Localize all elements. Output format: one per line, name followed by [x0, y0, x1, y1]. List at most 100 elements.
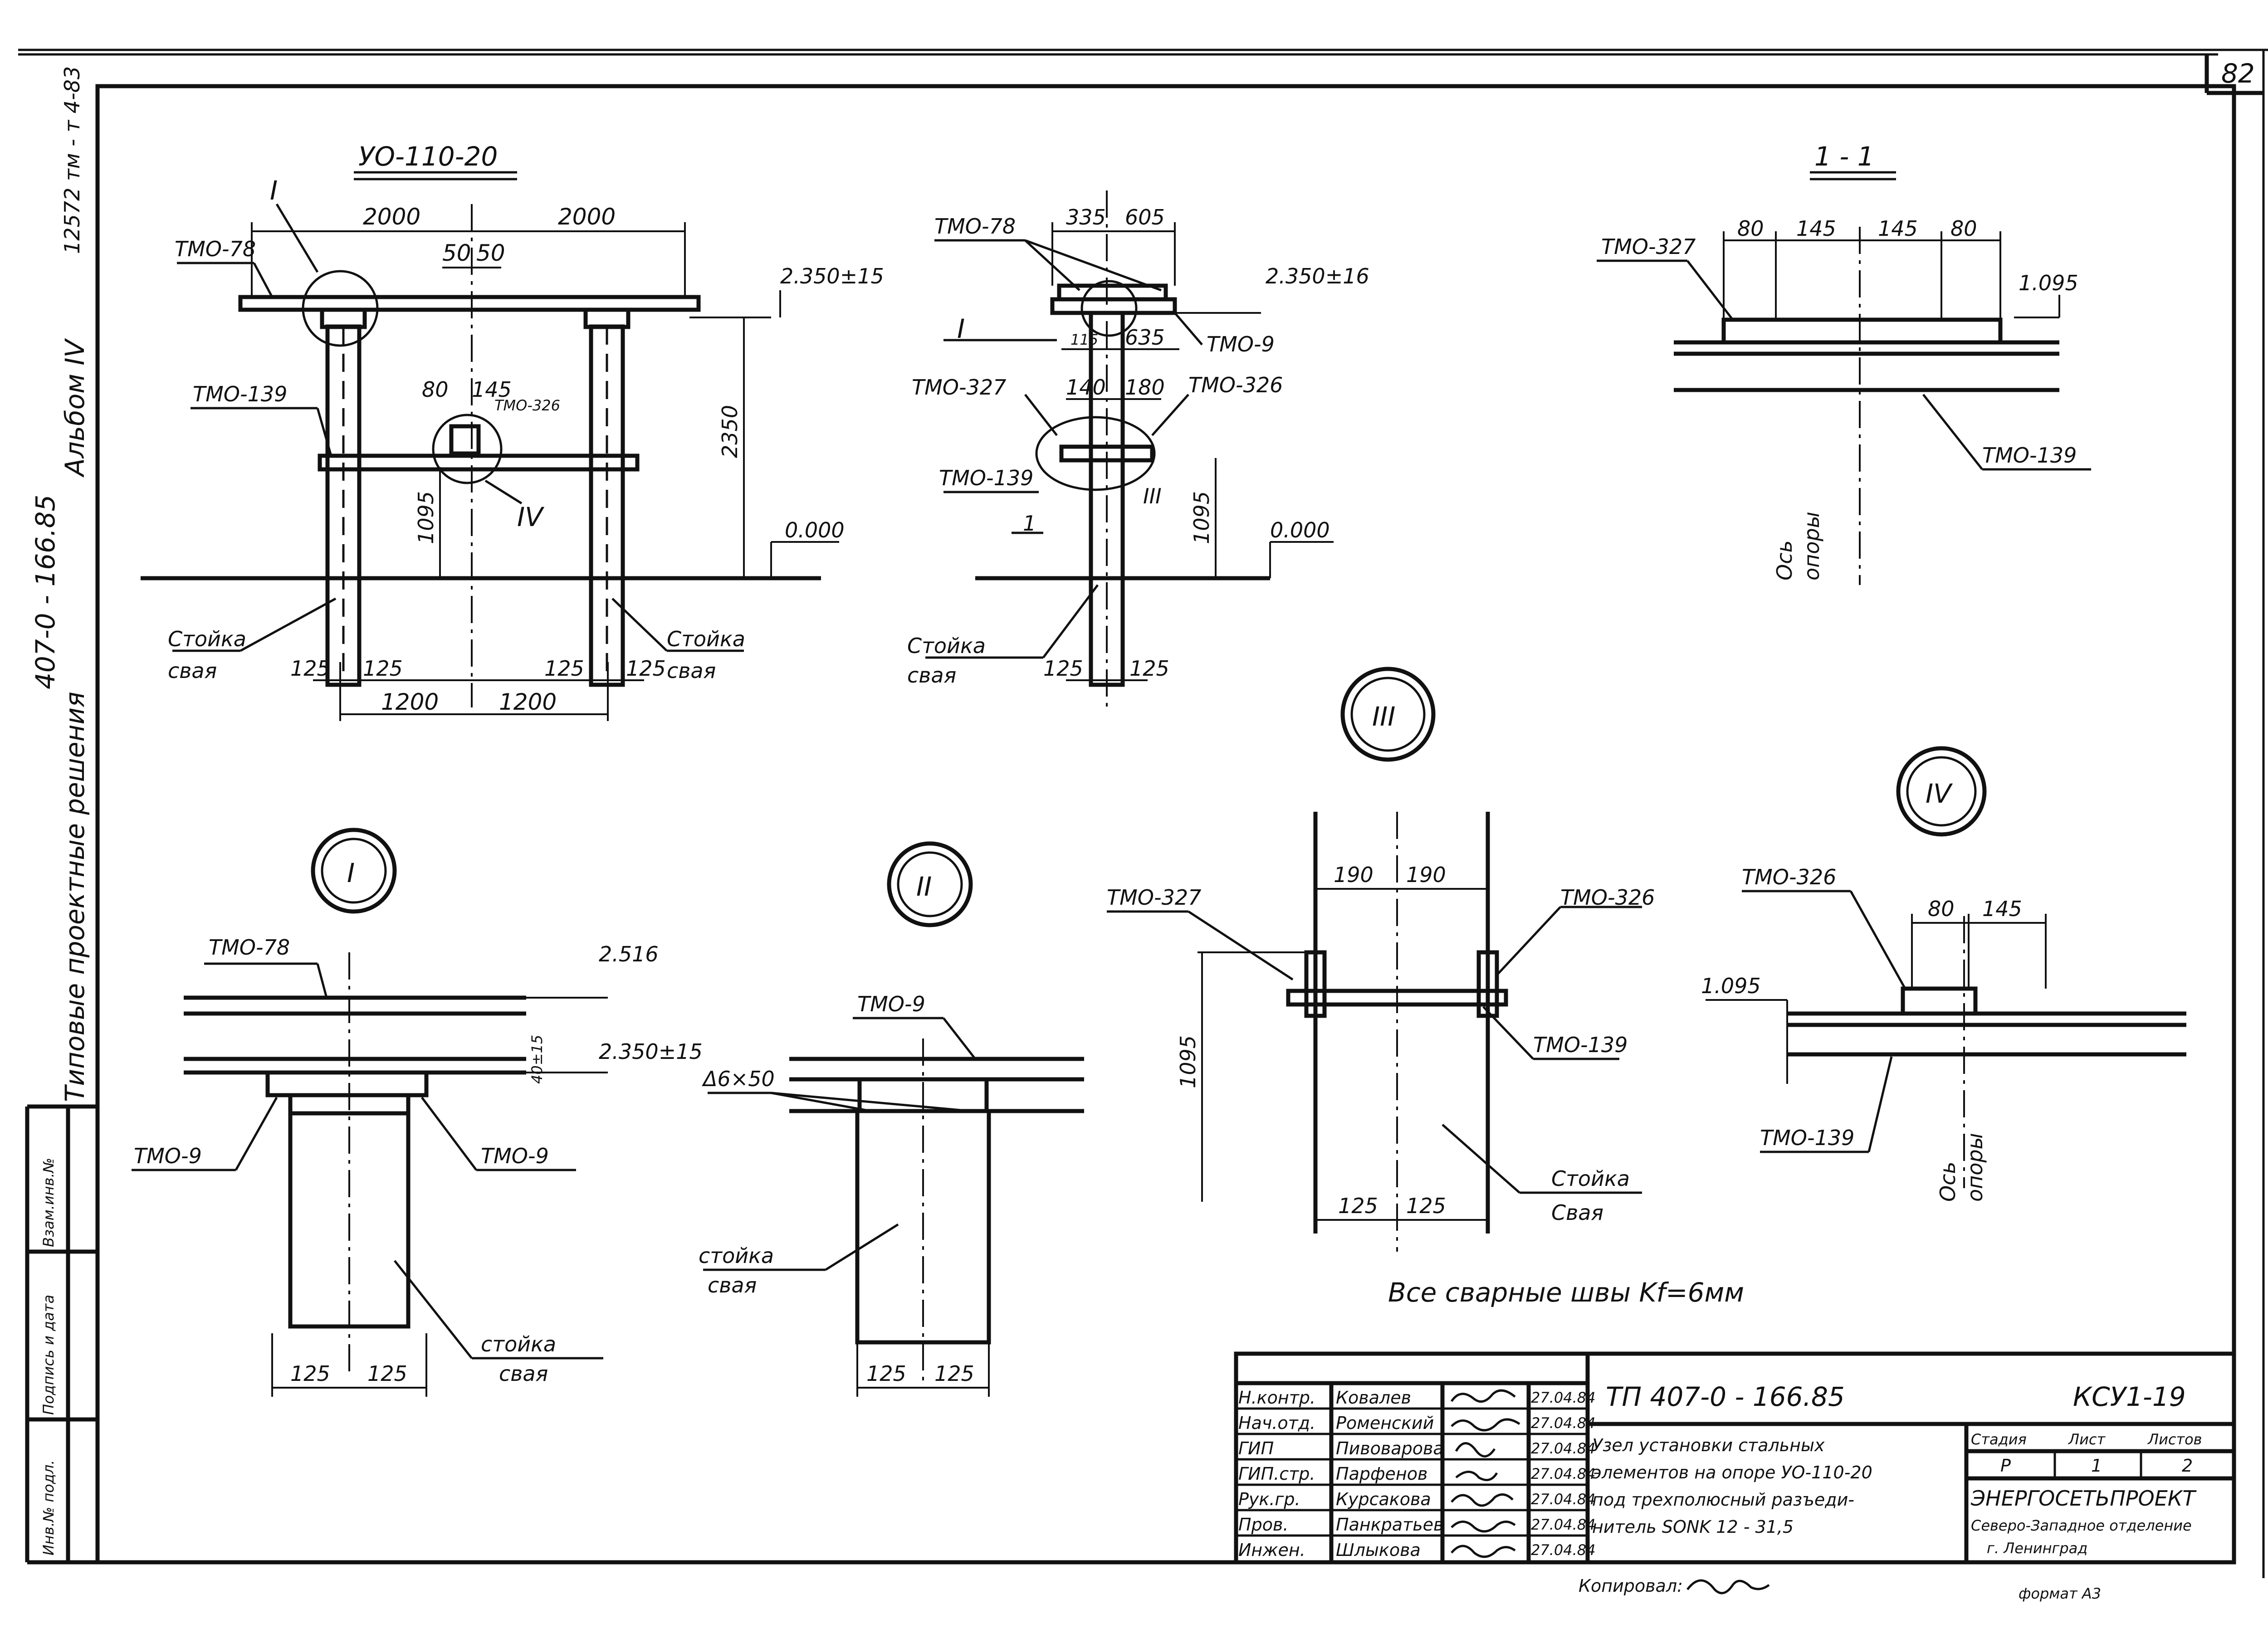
- main-dim-80: 80: [422, 377, 449, 402]
- detail-iii-dim-p2: 125: [1406, 1194, 1446, 1218]
- main-label-beam: ТМО-78: [175, 237, 256, 261]
- detail-i-label-post: стойка: [481, 1332, 556, 1356]
- tb-name-6: Панкратьев: [1336, 1515, 1443, 1535]
- section-elev: 1.095: [2019, 271, 2078, 295]
- tb-desc-4: нитель SONK 12 - 31,5: [1592, 1517, 1794, 1537]
- tb-date-5: 27.04.84: [1531, 1491, 1596, 1508]
- side-callout-i: I: [957, 313, 965, 344]
- detail-iii-dim-p1: 125: [1338, 1194, 1378, 1218]
- detail-ii-label-plate: ТМО-9: [857, 992, 925, 1016]
- tb-role-5: Рук.гр.: [1238, 1489, 1300, 1509]
- tb-date-3: 27.04.84: [1531, 1440, 1596, 1457]
- main-dim-w-left: 2000: [363, 204, 420, 230]
- copied-label: Копировал:: [1579, 1576, 1683, 1596]
- tb-stage-h1: Стадия: [1971, 1431, 2027, 1448]
- main-dim-p3: 125: [544, 656, 584, 681]
- detail-iv-elev: 1.095: [1701, 974, 1761, 998]
- detail-ii-dim-2: 125: [934, 1361, 974, 1386]
- side-album: Альбом IV: [59, 338, 90, 478]
- side-label-beam: ТМО-78: [934, 214, 1016, 239]
- side-label-327: ТМО-327: [912, 375, 1006, 400]
- side-callout-cut: 1: [1023, 511, 1036, 536]
- side-dim-d: 635: [1125, 325, 1165, 350]
- tb-role-3: ГИП: [1238, 1438, 1274, 1458]
- tb-stage-v3: 2: [2182, 1456, 2193, 1476]
- stamp-cell-2: Подпись и дата: [40, 1295, 57, 1415]
- side-strip: [25, 1104, 100, 1565]
- main-label-post-l: Стойка: [168, 627, 246, 651]
- view-main: УО-110-20: [141, 141, 839, 721]
- tb-desc-1: Узел установки стальных: [1592, 1435, 1825, 1455]
- main-dim-p4: 125: [626, 656, 666, 681]
- detail-ii-callout: II: [916, 871, 932, 902]
- detail-iv-dim-2: 145: [1982, 897, 2022, 921]
- tb-desc-2: элементов на опоре УО-110-20: [1592, 1463, 1872, 1482]
- side-code: 407-0 - 166.85: [30, 495, 61, 689]
- main-dim-p1: 125: [290, 656, 330, 681]
- detail-iii-label-post: Стойка: [1551, 1166, 1630, 1191]
- side-dim-p1: 125: [1043, 656, 1083, 681]
- side-dim-h: 1095: [1189, 491, 1214, 544]
- main-elev-zero: 0.000: [785, 518, 845, 542]
- detail-iv-label-326: ТМО-326: [1742, 865, 1836, 889]
- main-dim-s-right: 1200: [499, 689, 557, 715]
- side-label-post: Стойка: [907, 634, 986, 658]
- tb-stage-h2: Лист: [2068, 1431, 2106, 1448]
- tb-date-1: 27.04.84: [1531, 1389, 1596, 1406]
- detail-i-dim-2: 125: [367, 1361, 407, 1386]
- side-dim-b: 605: [1125, 205, 1165, 229]
- sheet-frame: [18, 49, 2268, 1578]
- tb-org-sub2: г. Ленинград: [1987, 1540, 2087, 1557]
- side-dim-f: 180: [1125, 375, 1165, 400]
- detail-iii-dim-r: 190: [1406, 863, 1446, 887]
- section-label-139: ТМО-139: [1982, 443, 2077, 468]
- detail-ii-label-pile: свая: [708, 1273, 757, 1297]
- detail-iii-callout: III: [1372, 701, 1395, 732]
- detail-iii-label-139: ТМО-139: [1533, 1033, 1628, 1057]
- tb-name-5: Курсакова: [1336, 1489, 1431, 1509]
- section-dim-3: 145: [1878, 216, 1918, 241]
- page-number: 82: [2221, 58, 2255, 89]
- detail-iii-dim-l: 190: [1334, 863, 1374, 887]
- detail-iv-axis-1: Ось: [1936, 1161, 1960, 1202]
- section-dim-1: 80: [1737, 216, 1764, 241]
- detail-i-dim-1: 125: [290, 1361, 330, 1386]
- doc-code: ТП 407-0 - 166.85: [1606, 1381, 1845, 1412]
- top-code: 12572 тм - т 4-83: [60, 66, 84, 254]
- detail-ii-dim-1: 125: [866, 1361, 906, 1386]
- section-axis-1: Ось: [1772, 540, 1797, 580]
- detail-iv-label-139: ТМО-139: [1760, 1126, 1854, 1150]
- stamp-cell-1: Инв.№ подл.: [40, 1460, 57, 1555]
- view-section-1-1: [1597, 171, 2091, 585]
- section-label-327: ТМО-327: [1601, 234, 1696, 259]
- section-title: 1 - 1: [1814, 141, 1874, 172]
- tb-name-3: Пивоварова: [1336, 1438, 1444, 1458]
- tb-date-4: 27.04.84: [1531, 1465, 1596, 1482]
- tb-date-6: 27.04.84: [1531, 1516, 1596, 1533]
- side-elev-top: 2.350±16: [1266, 264, 1369, 288]
- side-dim-a: 335: [1066, 205, 1106, 229]
- main-label-pile-l: свая: [168, 658, 217, 683]
- detail-i-label-right: ТМО-9: [481, 1144, 549, 1168]
- section-axis-2: опоры: [1799, 512, 1824, 580]
- tb-stage-v1: Р: [2000, 1456, 2011, 1476]
- detail-ii-label-post: стойка: [699, 1243, 774, 1268]
- main-label-strut: ТМО-139: [193, 382, 287, 406]
- detail-i-elev-a: 2.516: [599, 942, 659, 966]
- main-dim-p2: 125: [363, 656, 403, 681]
- detail-i: [132, 828, 608, 1397]
- main-label-small: ТМО-326: [494, 397, 560, 414]
- main-dim-s-left: 1200: [381, 689, 439, 715]
- detail-iii-label-327: ТМО-327: [1107, 885, 1201, 910]
- detail-iv-axis-2: опоры: [1963, 1133, 1987, 1202]
- side-label-strut: ТМО-139: [939, 466, 1033, 490]
- main-label-post-r: Стойка: [667, 627, 745, 651]
- stamp-cell-3: Взам.инв.№: [40, 1158, 57, 1247]
- weld-note: Все сварные швы Kf=6мм: [1388, 1277, 1744, 1308]
- side-series-title: Типовые проектные решения: [59, 692, 90, 1102]
- tb-role-2: Нач.отд.: [1238, 1413, 1315, 1433]
- section-dim-4: 80: [1950, 216, 1977, 241]
- detail-i-label-pile: свая: [499, 1361, 548, 1386]
- side-callout-iii: III: [1143, 484, 1162, 508]
- main-label-pile-r: свая: [667, 658, 716, 683]
